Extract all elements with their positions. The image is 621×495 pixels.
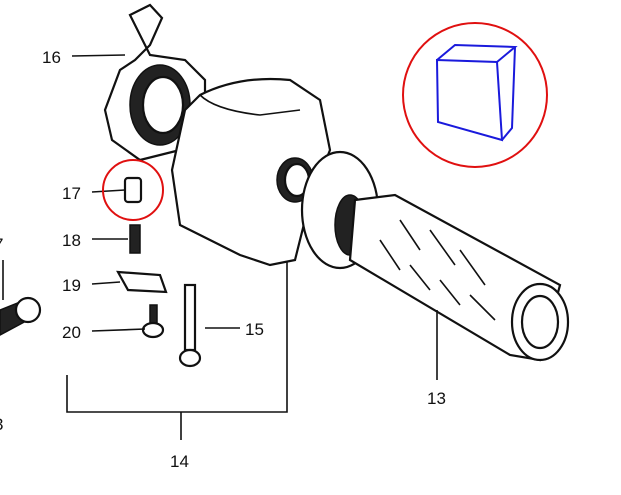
label-edge-3: 3 [0,415,3,434]
part-19-plate [116,270,168,294]
cube-icon [435,43,518,142]
part-18-spring [129,224,141,254]
label-14: 14 [170,452,189,471]
label-edge-7: 7 [0,235,3,254]
partial-bolt [0,296,42,336]
part-16-throttle-pulley [103,3,207,162]
part-20-screw [141,304,165,339]
label-16: 16 [42,48,61,67]
part-13-grip [300,150,570,362]
switch-housing [170,77,332,267]
label-17: 17 [62,184,81,203]
label-19: 19 [62,276,81,295]
label-18: 18 [62,231,81,250]
highlight-circle-part-17 [102,159,164,221]
label-15: 15 [245,320,264,339]
label-20: 20 [62,323,81,342]
part-17-block [123,176,143,204]
highlight-circle-reference [402,22,548,168]
part-15-bolt [178,283,202,368]
label-13: 13 [427,389,446,408]
